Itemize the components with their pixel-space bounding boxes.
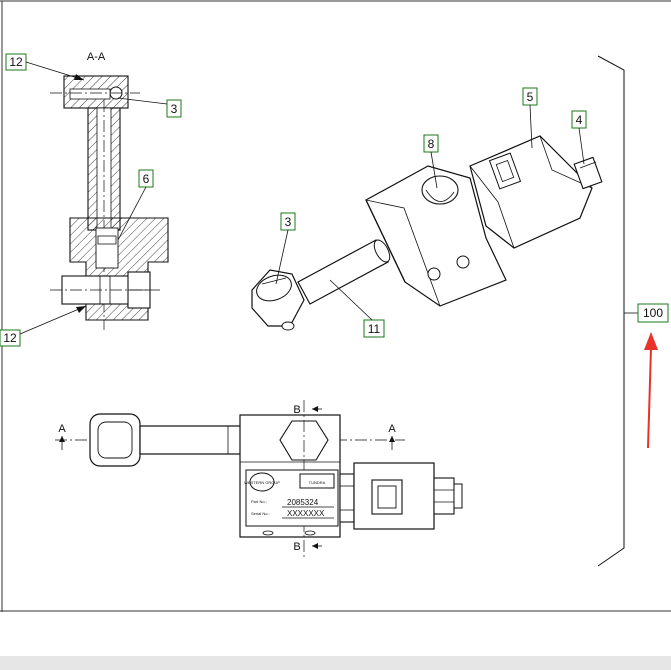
nameplate-serial-label: Serial No.:	[251, 511, 270, 516]
nameplate-logo-right	[299, 473, 335, 489]
svg-text:5: 5	[527, 90, 534, 104]
section-marker-b-top: B	[293, 404, 300, 416]
nameplate-part-number: 2085324	[287, 498, 319, 507]
nameplate-serial: XXXXXXX	[287, 509, 325, 518]
red-arrow-icon	[644, 332, 658, 449]
isometric-view	[251, 135, 603, 331]
balloon-5: 5	[522, 87, 538, 106]
plan-shaft	[139, 425, 243, 455]
iso-valve-block	[365, 165, 507, 307]
section-marker-a-right: A	[388, 423, 396, 435]
svg-text:3: 3	[285, 215, 292, 229]
nameplate-logo-left	[249, 472, 275, 492]
svg-text:3: 3	[171, 102, 178, 116]
section-view-a-a: A-A	[50, 51, 169, 330]
svg-text:12: 12	[3, 331, 17, 345]
balloon-4: 4	[571, 110, 587, 129]
nameplate-part-label: Part No.:	[251, 499, 267, 504]
section-marker-a-left: A	[58, 423, 66, 435]
svg-text:8: 8	[428, 137, 435, 151]
balloon-100: 100	[637, 303, 669, 323]
balloon-12-bottom: 12	[0, 329, 21, 347]
svg-text:6: 6	[143, 172, 150, 186]
svg-text:4: 4	[576, 113, 583, 127]
valve-body-section	[69, 217, 169, 321]
iso-shaft	[297, 239, 389, 305]
balloon-3-top: 3	[166, 99, 182, 118]
plan-end-nut	[433, 477, 455, 515]
svg-text:100: 100	[643, 306, 663, 320]
viewer-bottom-bar	[0, 656, 671, 670]
section-label: A-A	[87, 51, 106, 63]
nameplate-brand-left: WESTERN GROUP	[244, 480, 280, 485]
iso-knob	[421, 175, 459, 205]
assembly-bracket	[597, 55, 625, 567]
balloon-6: 6	[138, 169, 154, 188]
balloon-3-iso: 3	[280, 212, 296, 231]
nameplate-brand-right: TUNDRA	[309, 480, 326, 485]
balloon-8: 8	[423, 134, 439, 153]
svg-text:12: 12	[9, 55, 23, 69]
balloon-12-top: 12	[5, 53, 27, 71]
section-marker-b-bottom: B	[293, 541, 300, 553]
svg-text:11: 11	[368, 322, 381, 336]
plan-view: A A B B WESTERN GROUP TUNDRA Part No.:	[55, 400, 463, 560]
iso-solenoid-block	[469, 135, 593, 249]
balloon-11: 11	[363, 319, 385, 338]
